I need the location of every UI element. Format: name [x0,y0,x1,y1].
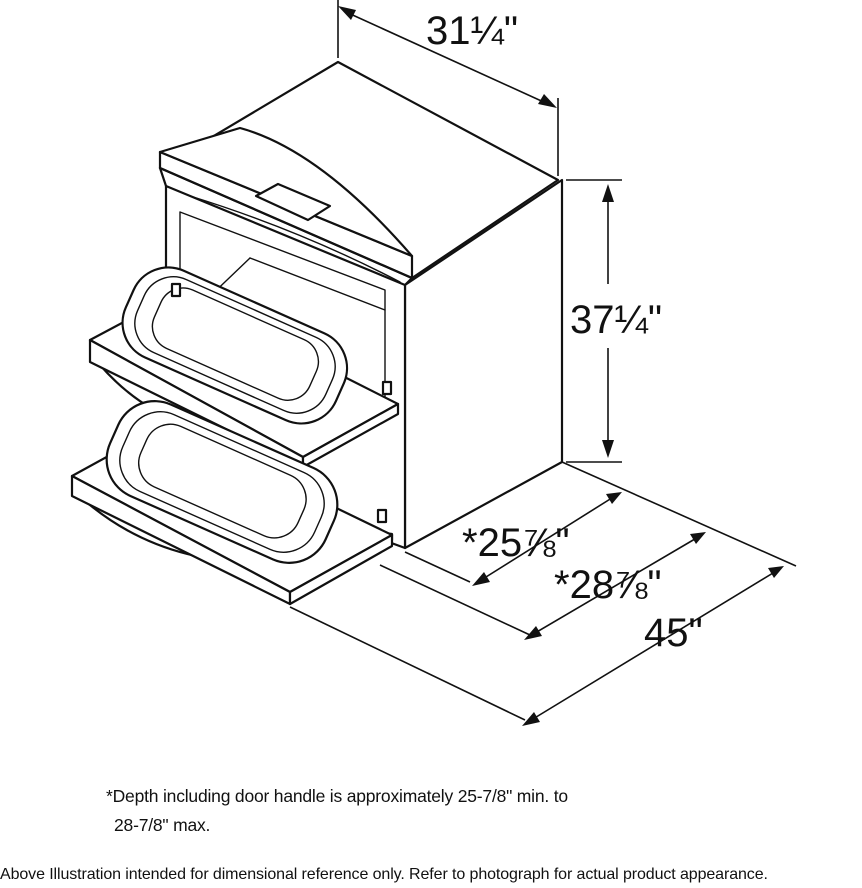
height-label: 37¼" [570,298,662,342]
hinge-icon [170,282,182,298]
control-console [158,60,560,287]
width-dimension [337,0,559,176]
depth-open-label: 45" [644,611,703,655]
hinge-icon [376,508,388,524]
upper-oven-door [88,266,400,469]
depth-max-label: *28⅞" [554,563,662,607]
depth-min-label: *25⅞" [462,521,570,565]
hinge-icon [381,380,393,396]
lower-oven-door [70,400,394,606]
depth-dimensions [289,461,797,726]
width-label: 31¼" [426,9,518,53]
disclaimer-text: Above Illustration intended for dimensio… [0,866,768,883]
height-dimension [566,179,622,463]
footnote-line-1: *Depth including door handle is approxim… [106,786,568,806]
display-window-icon [254,182,332,222]
footnote-line-2: 28-7/8" max. [114,815,211,835]
